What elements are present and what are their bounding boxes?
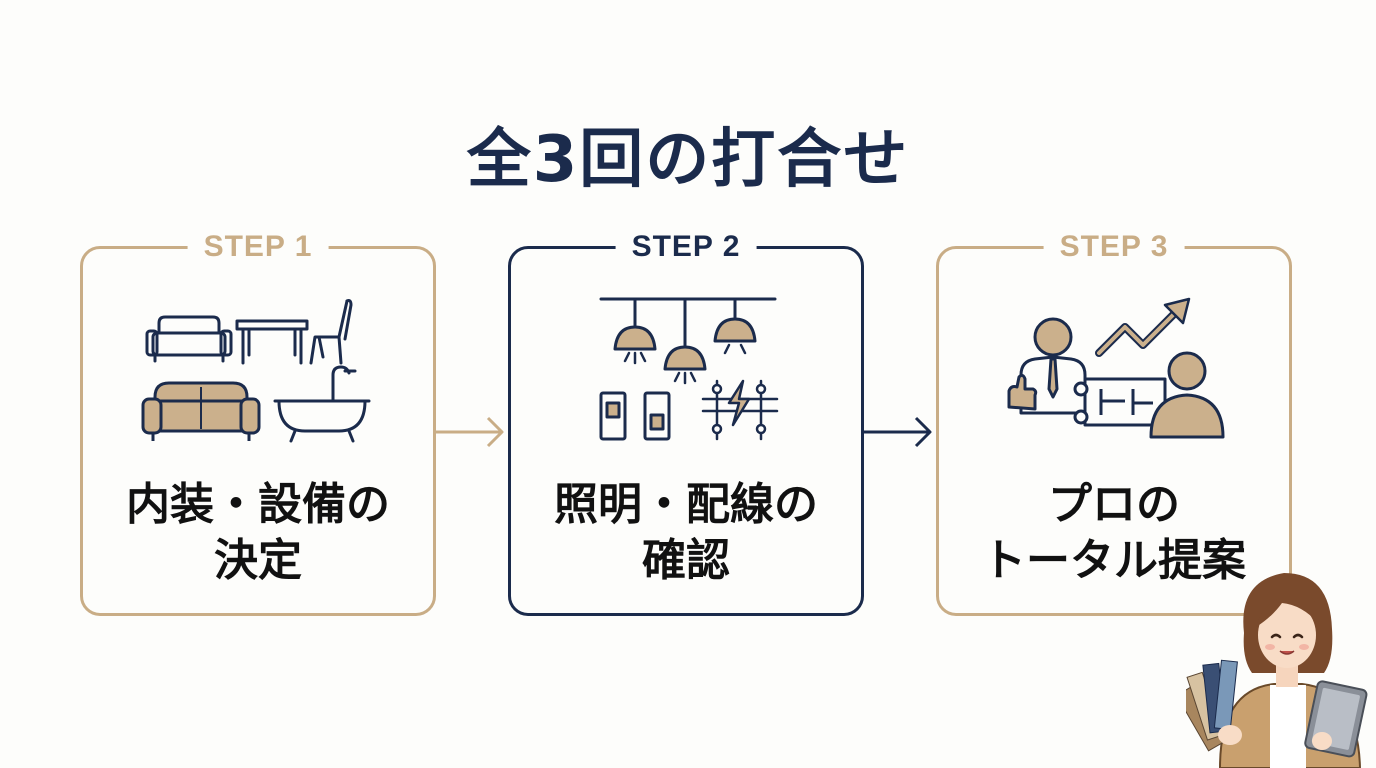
step-label-2: STEP 2	[615, 229, 757, 265]
step-text-line: トータル提案	[982, 535, 1246, 586]
arrow-right-icon	[436, 416, 504, 448]
step-card-2: STEP 2	[508, 229, 864, 616]
coordinator-character-illustration	[1186, 573, 1368, 768]
step-text-line: プロの	[1048, 479, 1180, 530]
furniture-icon	[141, 299, 371, 443]
lighting-wiring-icon	[599, 297, 779, 441]
step-text-line: 決定	[214, 535, 302, 586]
arrow-right-icon	[864, 416, 932, 448]
page-title: 全3回の打合せ	[466, 123, 910, 197]
step-text-3: プロの トータル提案	[939, 477, 1289, 589]
step-text-line: 内装・設備の	[126, 479, 390, 530]
step-text-line: 確認	[642, 535, 730, 586]
step-text-2: 照明・配線の 確認	[511, 477, 861, 589]
step-card-1: STEP 1	[80, 229, 436, 616]
step-text-1: 内装・設備の 決定	[83, 477, 433, 589]
consultation-icon	[1007, 297, 1225, 439]
step-text-line: 照明・配線の	[554, 479, 818, 530]
step-card-3: STEP 3 プロの トータル提案	[936, 229, 1292, 616]
step-label-1: STEP 1	[187, 229, 329, 265]
step-label-3: STEP 3	[1043, 229, 1185, 265]
